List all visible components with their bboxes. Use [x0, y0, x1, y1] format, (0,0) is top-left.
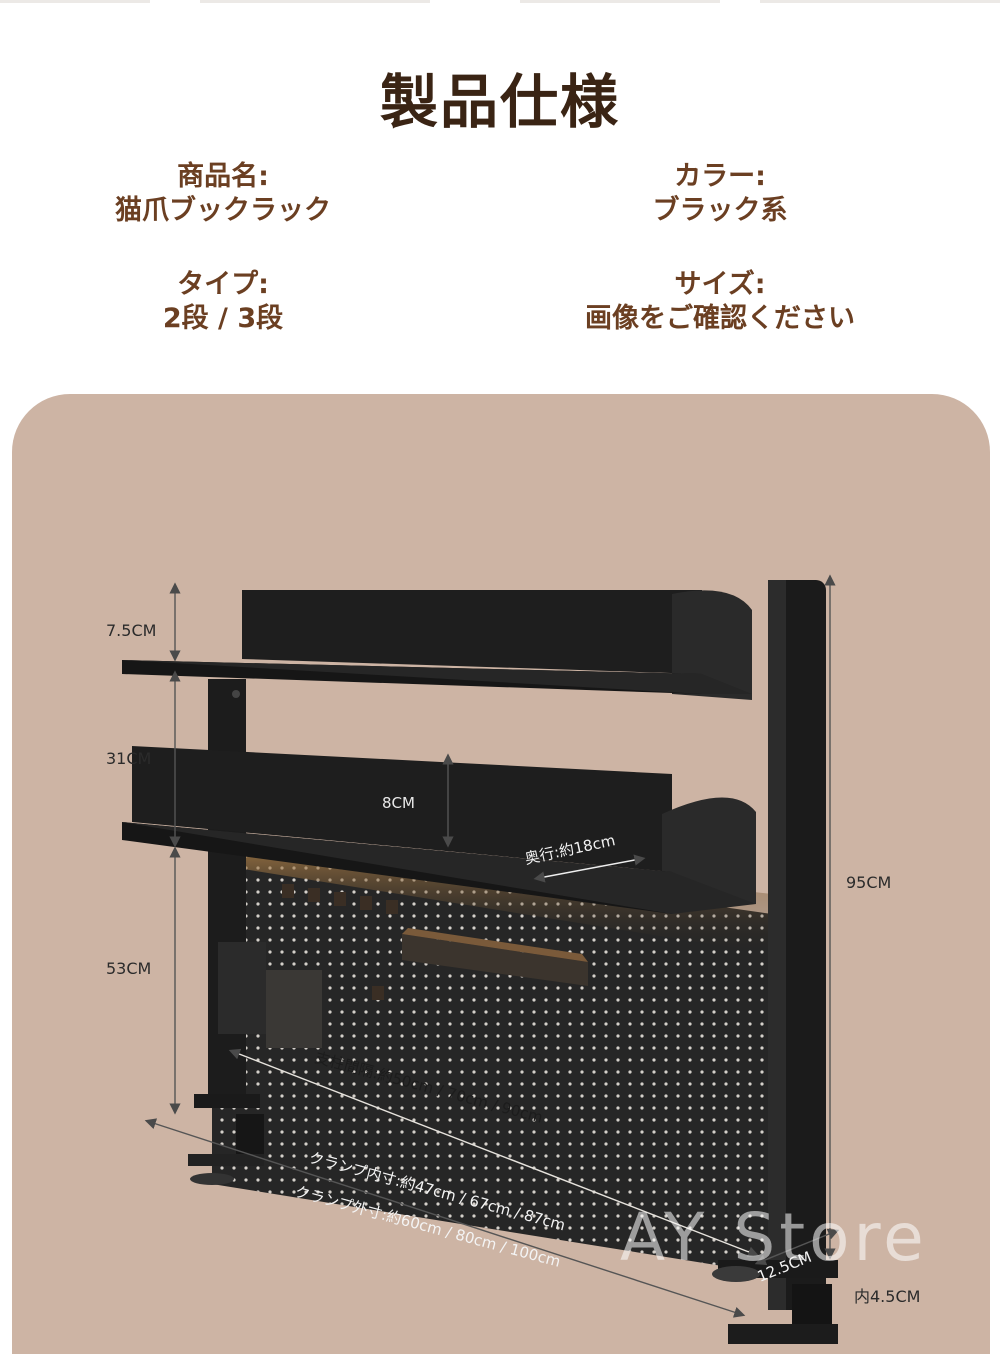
dim-total-height: 95CM: [846, 873, 891, 892]
dim-top-shelf-gap: 7.5CM: [106, 621, 156, 640]
dim-shelf-lip: 8CM: [382, 794, 415, 812]
store-watermark: AY Store: [620, 1199, 928, 1276]
dim-middle-shelf-gap: 31CM: [106, 749, 151, 768]
top-divider: [0, 0, 1000, 6]
spec-color: カラー: ブラック系: [500, 160, 940, 228]
right-post: [712, 580, 838, 1344]
dim-clamp-inner-width: 内4.5CM: [854, 1287, 920, 1306]
spec-label: カラー:: [674, 161, 766, 192]
middle-shelf: [122, 746, 756, 914]
dimension-lines: [144, 574, 840, 1318]
spec-label: サイズ:: [674, 269, 766, 300]
spec-value: 画像をご確認ください: [585, 303, 855, 334]
product-diagram-panel: 7.5CM 31CM 53CM 8CM 奥行:約18cm 95CM 支柱間隔:約…: [12, 394, 990, 1354]
spec-label: タイプ:: [177, 269, 269, 300]
book-rack-illustration: 7.5CM 31CM 53CM 8CM 奥行:約18cm 95CM 支柱間隔:約…: [106, 574, 920, 1344]
spec-value: 猫爪ブックラック: [115, 195, 331, 226]
pegboard-accessories: [218, 884, 588, 1048]
spec-type: タイプ: 2段 / 3段: [3, 268, 443, 336]
page-title: 製品仕様: [379, 68, 620, 136]
spec-label: 商品名:: [177, 161, 269, 192]
spec-size: サイズ: 画像をご確認ください: [500, 268, 940, 336]
spec-value: ブラック系: [652, 195, 788, 226]
spec-value: 2段 / 3段: [162, 303, 284, 334]
top-shelf: [122, 590, 752, 700]
spec-product-name: 商品名: 猫爪ブックラック: [3, 160, 443, 228]
dim-board-height: 53CM: [106, 959, 151, 978]
